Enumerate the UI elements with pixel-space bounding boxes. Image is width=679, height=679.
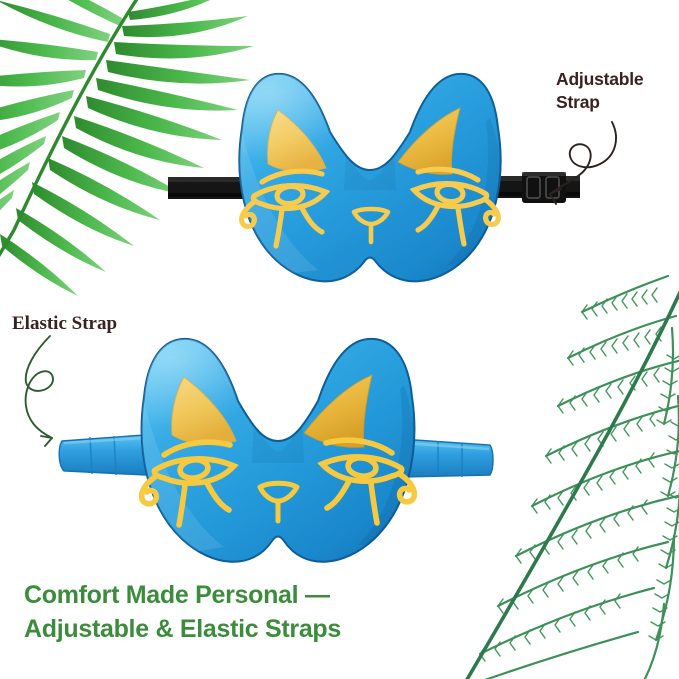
- palm-stem: [0, 0, 139, 258]
- eye-of-horus-right: [409, 166, 501, 247]
- elastic-strap-left: [58, 434, 147, 476]
- callout-label-elastic-strap: Elastic Strap: [12, 313, 118, 334]
- adjustable-strap-buckle: [522, 172, 566, 203]
- sleep-mask-elastic: [58, 337, 494, 563]
- cat-nose: [351, 206, 391, 245]
- mask-body: [138, 337, 418, 563]
- sleep-mask-adjustable: [168, 72, 580, 283]
- eye-of-horus-left: [138, 439, 239, 528]
- elastic-strap-right: [399, 438, 494, 478]
- cat-nose: [257, 480, 300, 524]
- mask-body: [238, 72, 502, 283]
- eye-of-horus-right: [317, 437, 418, 526]
- tagline-text: Comfort Made Personal — Adjustable & Ela…: [24, 581, 341, 643]
- eye-of-horus-left: [239, 168, 331, 249]
- callout-label-adjustable-strap: Adjustable Strap: [556, 69, 644, 113]
